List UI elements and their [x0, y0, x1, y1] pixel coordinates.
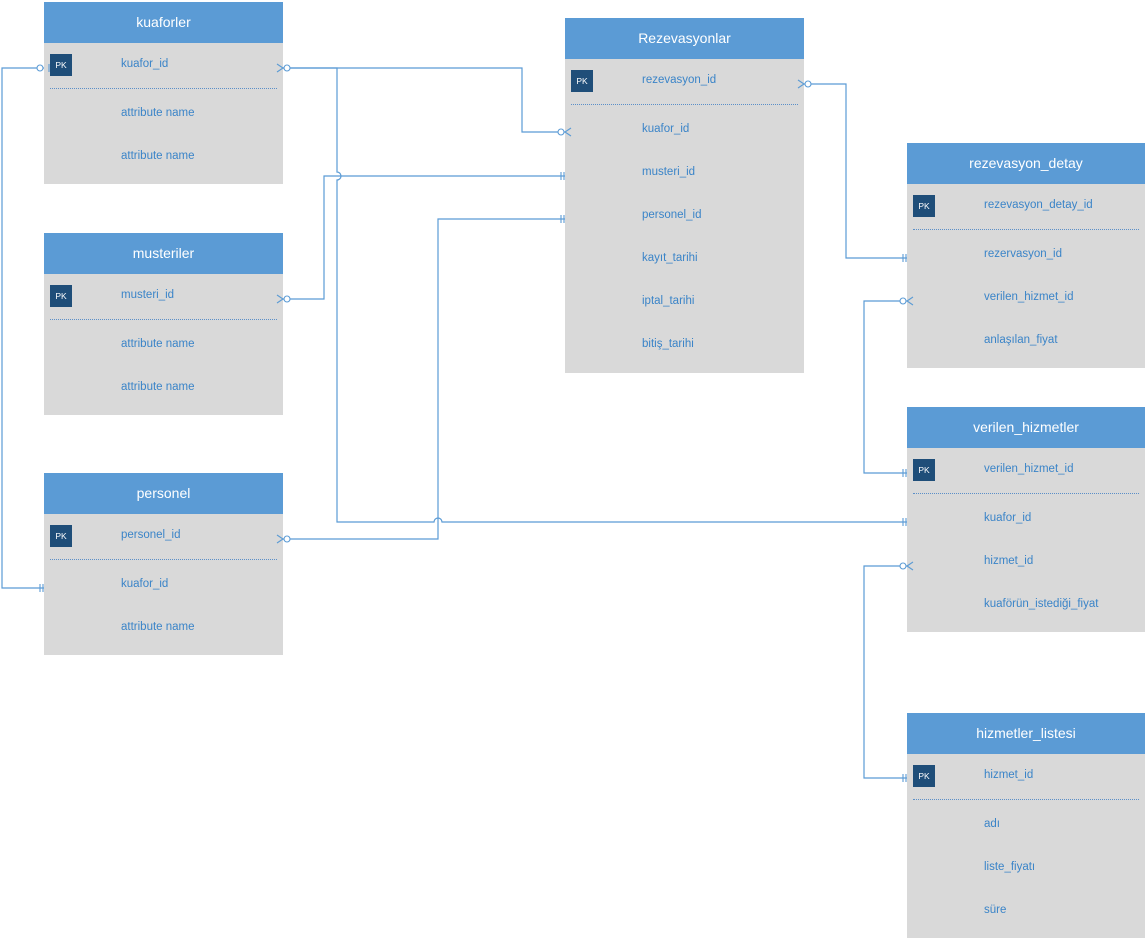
attribute-row[interactable]: iptal_tarihi	[565, 280, 804, 323]
pk-divider	[913, 799, 1139, 800]
entity-title: Rezevasyonlar	[565, 18, 804, 59]
pk-badge: PK	[50, 54, 72, 76]
attribute-row[interactable]: kuafor_id	[44, 563, 283, 606]
entity-title: rezevasyon_detay	[907, 143, 1145, 184]
one-marker	[902, 774, 907, 782]
attribute-label: attribute name	[121, 621, 195, 633]
attribute-row[interactable]: attribute name	[44, 135, 283, 178]
attribute-row[interactable]: kayıt_tarihi	[565, 237, 804, 280]
relationship-personel-rezevasyon	[283, 218, 565, 540]
attribute-adi: adı	[984, 818, 1000, 830]
pk-row[interactable]: PK hizmet_id	[907, 754, 1145, 797]
pk-divider	[50, 319, 277, 320]
attribute-row[interactable]: bitiş_tarihi	[565, 323, 804, 366]
one-marker	[560, 172, 565, 180]
relationship-hizmet-verilen-hizmet	[863, 565, 907, 779]
attribute-rezevasyon-id: rezevasyon_id	[642, 74, 717, 86]
attribute-hizmet-id: hizmet_id	[984, 555, 1034, 567]
attribute-row[interactable]: attribute name	[44, 323, 283, 366]
attribute-verilen-hizmet-id: verilen_hizmet_id	[984, 291, 1074, 303]
relationship-rezevasyon-detay	[804, 83, 907, 259]
entity-hizmetler-listesi[interactable]: hizmetler_listesi PK hizmet_id adı liste…	[907, 713, 1145, 938]
entity-title: musteriler	[44, 233, 283, 274]
pk-badge: PK	[50, 285, 72, 307]
pk-divider	[913, 493, 1139, 494]
attribute-row[interactable]: anlaşılan_fiyat	[907, 319, 1145, 362]
relationship-verilen-hizmet-detay	[863, 300, 907, 474]
pk-badge: PK	[913, 459, 935, 481]
entity-rezevasyonlar[interactable]: Rezevasyonlar PK rezevasyon_id kuafor_id…	[565, 18, 804, 373]
pk-row[interactable]: PK personel_id	[44, 514, 283, 557]
pk-badge: PK	[50, 525, 72, 547]
relationship-kuafor-rezevasyon	[283, 67, 565, 133]
entity-verilen-hizmetler[interactable]: verilen_hizmetler PK verilen_hizmet_id k…	[907, 407, 1145, 632]
pk-badge: PK	[913, 195, 935, 217]
entity-title: kuaforler	[44, 2, 283, 43]
entity-title: hizmetler_listesi	[907, 713, 1145, 754]
attribute-sure: süre	[984, 904, 1007, 916]
pk-badge: PK	[571, 70, 593, 92]
attribute-row[interactable]: musteri_id	[565, 151, 804, 194]
pk-row[interactable]: PK rezevasyon_detay_id	[907, 184, 1145, 227]
relationship-kuafor-personel	[1, 67, 44, 589]
one-marker	[902, 518, 907, 526]
attribute-row[interactable]: verilen_hizmet_id	[907, 276, 1145, 319]
pk-divider	[50, 559, 277, 560]
attribute-bitis-tarihi: bitiş_tarihi	[642, 338, 694, 350]
one-marker	[560, 215, 565, 223]
attribute-row[interactable]: attribute name	[44, 92, 283, 135]
pk-row[interactable]: PK rezevasyon_id	[565, 59, 804, 102]
attribute-personel-id: personel_id	[642, 209, 702, 221]
attribute-iptal-tarihi: iptal_tarihi	[642, 295, 695, 307]
one-marker	[902, 254, 907, 262]
attribute-kuaforun-istedigi-fiyat: kuaförün_istediği_fiyat	[984, 598, 1099, 610]
entity-title: verilen_hizmetler	[907, 407, 1145, 448]
attribute-row[interactable]: personel_id	[565, 194, 804, 237]
pk-divider	[50, 88, 277, 89]
pk-badge: PK	[913, 765, 935, 787]
attribute-rezevasyon-detay-id: rezevasyon_detay_id	[984, 199, 1093, 211]
attribute-row[interactable]: attribute name	[44, 366, 283, 409]
attribute-row[interactable]: attribute name	[44, 606, 283, 649]
attribute-label: attribute name	[121, 338, 195, 350]
attribute-label: attribute name	[121, 107, 195, 119]
entity-musteriler[interactable]: musteriler PK musteri_id attribute name …	[44, 233, 283, 415]
attribute-row[interactable]: rezervasyon_id	[907, 233, 1145, 276]
pk-row[interactable]: PK kuafor_id	[44, 43, 283, 86]
pk-divider	[571, 104, 798, 105]
attribute-label: attribute name	[121, 381, 195, 393]
attribute-kuafor-id: kuafor_id	[121, 58, 169, 70]
pk-row[interactable]: PK verilen_hizmet_id	[907, 448, 1145, 491]
attribute-row[interactable]: kuaförün_istediği_fiyat	[907, 583, 1145, 626]
attribute-row[interactable]: liste_fiyatı	[907, 846, 1145, 889]
attribute-row[interactable]: hizmet_id	[907, 540, 1145, 583]
attribute-musteri-id: musteri_id	[121, 289, 175, 301]
entity-kuaforler[interactable]: kuaforler PK kuafor_id attribute name at…	[44, 2, 283, 184]
attribute-label: attribute name	[121, 150, 195, 162]
pk-divider	[913, 229, 1139, 230]
entity-personel[interactable]: personel PK personel_id kuafor_id attrib…	[44, 473, 283, 655]
attribute-rezervasyon-id: rezervasyon_id	[984, 248, 1062, 260]
relationship-musteri-rezevasyon	[283, 175, 565, 300]
one-marker	[39, 584, 44, 592]
pk-row[interactable]: PK musteri_id	[44, 274, 283, 317]
attribute-row[interactable]: süre	[907, 889, 1145, 932]
attribute-liste-fiyati: liste_fiyatı	[984, 861, 1036, 873]
attribute-hizmet-id: hizmet_id	[984, 769, 1034, 781]
attribute-musteri-id: musteri_id	[642, 166, 696, 178]
attribute-personel-id: personel_id	[121, 529, 181, 541]
attribute-verilen-hizmet-id: verilen_hizmet_id	[984, 463, 1074, 475]
attribute-row[interactable]: adı	[907, 803, 1145, 846]
attribute-kuafor-id: kuafor_id	[121, 578, 169, 590]
attribute-kuafor-id: kuafor_id	[642, 123, 690, 135]
entity-title: personel	[44, 473, 283, 514]
attribute-row[interactable]: kuafor_id	[907, 497, 1145, 540]
attribute-kuafor-id: kuafor_id	[984, 512, 1032, 524]
attribute-row[interactable]: kuafor_id	[565, 108, 804, 151]
entity-rezevasyon-detay[interactable]: rezevasyon_detay PK rezevasyon_detay_id …	[907, 143, 1145, 368]
one-marker	[902, 469, 907, 477]
attribute-anlasilan-fiyat: anlaşılan_fiyat	[984, 334, 1058, 346]
attribute-kayit-tarihi: kayıt_tarihi	[642, 252, 698, 264]
